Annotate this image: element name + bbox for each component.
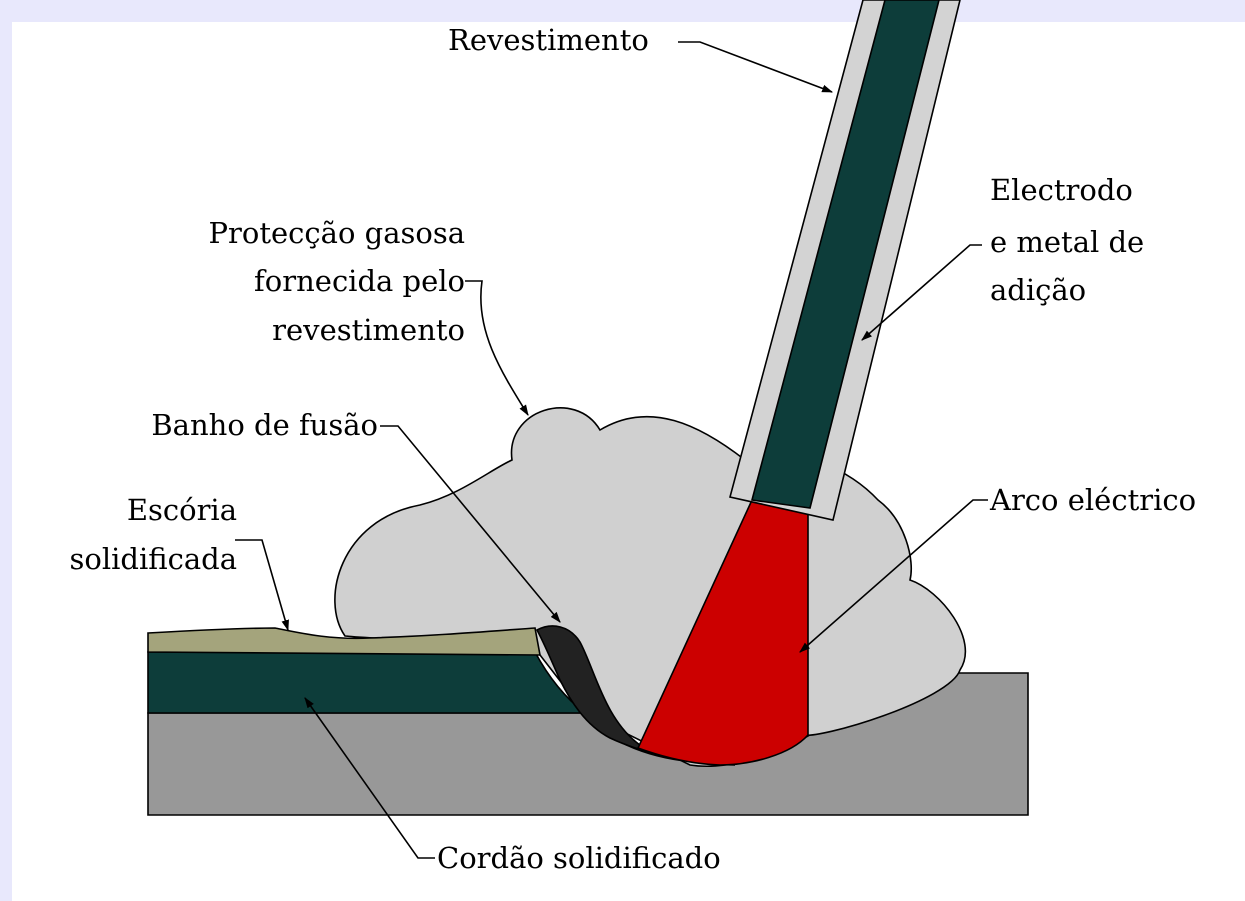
label-cordao: Cordão solidificado <box>437 841 721 875</box>
electric-arc <box>636 499 809 766</box>
leader-electrodo <box>861 244 982 341</box>
label-electrodo-line1: Electrodo <box>990 173 1133 207</box>
leader-banho <box>380 425 561 623</box>
label-escoria-line1: Escória <box>127 493 237 527</box>
weld-bead <box>147 651 588 714</box>
label-proteccao-line3: revestimento <box>272 313 465 347</box>
label-proteccao-line1: Protecção gasosa <box>209 216 465 250</box>
leader-cordao <box>304 697 435 859</box>
label-proteccao-line2: fornecida pelo <box>254 264 465 298</box>
label-electrodo-line3: adição <box>990 273 1086 307</box>
leader-arco <box>799 499 988 653</box>
label-revestimento: Revestimento <box>448 23 649 57</box>
label-electrodo-line2: e metal de <box>990 225 1144 259</box>
leader-escoria <box>235 539 289 632</box>
leader-proteccao <box>465 280 529 416</box>
label-escoria-line2: solidificada <box>70 542 237 576</box>
electrode-core <box>750 0 940 509</box>
label-arco: Arco eléctrico <box>989 483 1196 517</box>
leader-revestimento <box>678 41 834 93</box>
slag-layer <box>147 627 541 656</box>
label-banho: Banho de fusão <box>151 408 378 442</box>
